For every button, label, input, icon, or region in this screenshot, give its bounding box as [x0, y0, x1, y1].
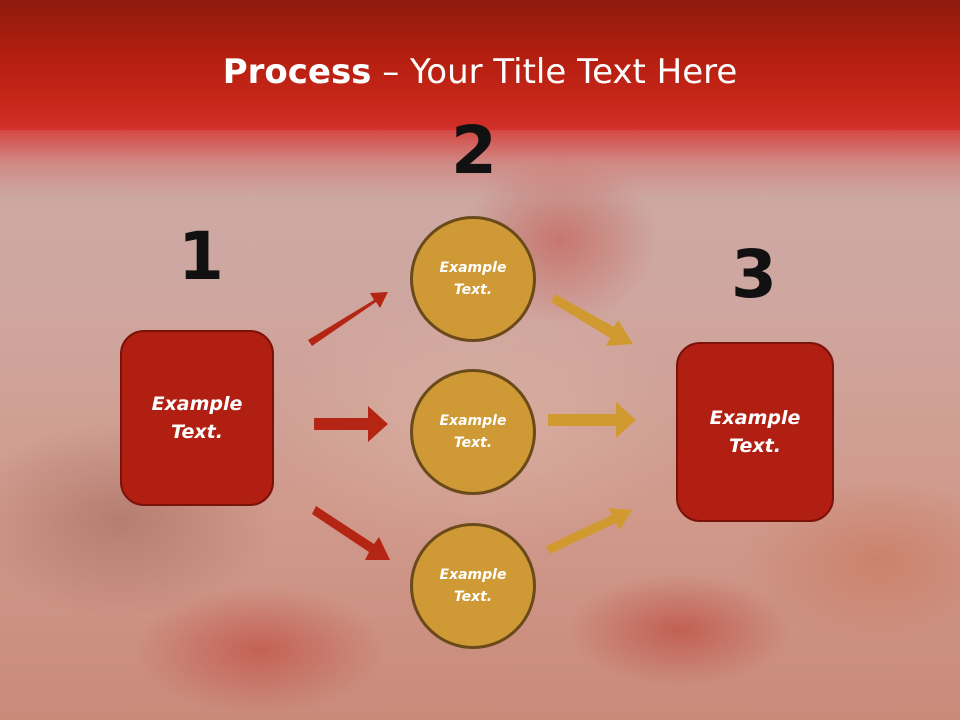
step-number-2: 2: [451, 112, 497, 189]
step-box-3-line1: Example: [709, 406, 801, 429]
circle-middle-line1: Example: [439, 412, 507, 429]
title-rest: – Your Title Text Here: [371, 52, 738, 92]
step-box-3-label: Example Text.: [710, 404, 801, 461]
arrow-gold-right: [548, 402, 636, 438]
title-bold: Process: [222, 52, 372, 92]
step-box-1-line1: Example: [151, 392, 243, 415]
step-number-1: 1: [178, 218, 224, 295]
step-box-3-line2: Text.: [729, 435, 781, 457]
title-banner: [0, 0, 960, 130]
arrow-gold-down: [551, 294, 633, 346]
banner-fade: [0, 128, 960, 198]
gold-arrows: [546, 294, 636, 554]
slide-title: Process – Your Title Text Here: [0, 52, 960, 92]
step-number-3: 3: [731, 236, 777, 313]
circle-middle-line2: Text.: [453, 435, 493, 451]
circle-top-line2: Text.: [453, 282, 493, 298]
arrow-red-right: [314, 406, 388, 442]
circle-top: Example Text.: [410, 216, 536, 342]
circle-middle: Example Text.: [410, 369, 536, 495]
circle-bottom-label: Example Text.: [440, 564, 507, 609]
circle-bottom: Example Text.: [410, 523, 536, 649]
circle-top-line1: Example: [439, 259, 507, 276]
step-box-1-line2: Text.: [171, 421, 223, 443]
step-box-1-label: Example Text.: [152, 390, 243, 447]
red-arrows: [308, 292, 390, 560]
circle-top-label: Example Text.: [440, 257, 507, 302]
circle-bottom-line1: Example: [439, 566, 507, 583]
arrow-red-up: [308, 292, 388, 346]
circle-middle-label: Example Text.: [440, 410, 507, 455]
arrow-gold-up: [546, 508, 632, 554]
step-box-3: Example Text.: [676, 342, 834, 522]
step-box-1: Example Text.: [120, 330, 274, 506]
circle-bottom-line2: Text.: [453, 589, 493, 605]
arrow-red-down: [312, 506, 390, 560]
